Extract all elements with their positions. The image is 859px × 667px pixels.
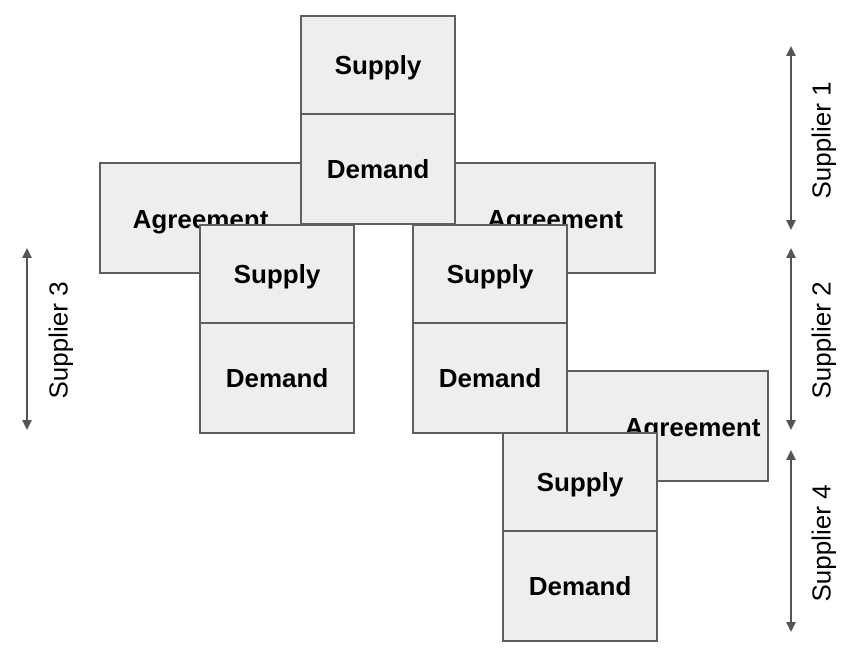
supplier-1-label: Supplier 1	[806, 81, 837, 199]
demand-label: Demand	[225, 362, 329, 393]
supply-label: Supply	[233, 258, 321, 289]
supply-label: Supply	[334, 49, 422, 80]
supplier-3-label: Supplier 3	[43, 281, 74, 399]
supplier-2-label: Supplier 2	[806, 281, 837, 399]
demand-box-supplier-2: Demand	[412, 322, 568, 434]
supply-box-supplier-3: Supply	[199, 224, 355, 324]
demand-box-supplier-4: Demand	[502, 530, 658, 642]
supply-box-supplier-4: Supply	[502, 432, 658, 532]
demand-box-supplier-3: Demand	[199, 322, 355, 434]
demand-label: Demand	[438, 362, 542, 393]
demand-box-supplier-1: Demand	[300, 113, 456, 225]
demand-label: Demand	[326, 153, 430, 184]
supply-box-supplier-1: Supply	[300, 15, 456, 115]
supply-box-supplier-2: Supply	[412, 224, 568, 324]
supplier-4-label: Supplier 4	[806, 484, 837, 602]
supply-label: Supply	[446, 258, 534, 289]
demand-label: Demand	[528, 570, 632, 601]
supply-label: Supply	[536, 466, 624, 497]
